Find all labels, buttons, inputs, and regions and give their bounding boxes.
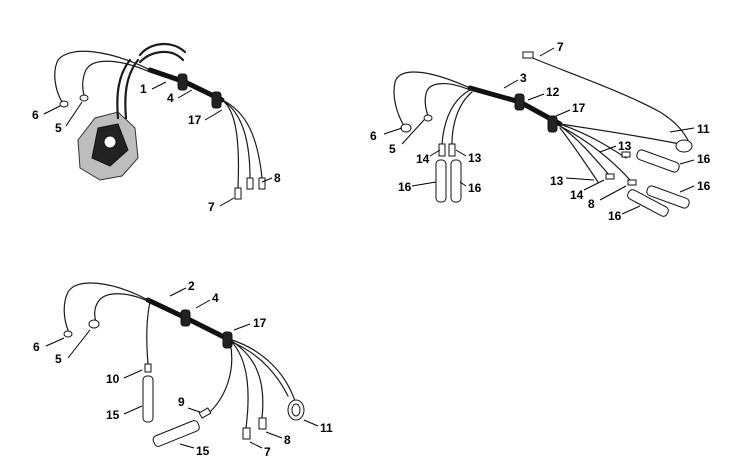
flat-connector <box>258 417 267 430</box>
flat-connector <box>246 177 254 190</box>
grommet <box>211 91 222 109</box>
insulating-sleeve <box>142 375 154 423</box>
callouts-assembly-1: 1 4 17 6 5 7 8 <box>32 81 281 214</box>
ring-terminal <box>59 100 69 108</box>
ring-terminal <box>79 94 89 102</box>
callout-label: 7 <box>557 40 564 54</box>
flat-connector <box>258 177 266 190</box>
ring-terminal <box>88 319 100 329</box>
callout-label: 8 <box>284 433 291 447</box>
callout-label: 3 <box>520 71 527 85</box>
callout-label: 7 <box>264 445 271 459</box>
ring-terminal <box>675 139 693 153</box>
callout-label: 6 <box>33 340 40 354</box>
flat-connector <box>522 51 534 59</box>
callout-label: 16 <box>398 180 412 194</box>
grommet <box>547 115 558 133</box>
callout-label: 16 <box>608 209 622 223</box>
callout-label: 4 <box>212 291 219 305</box>
callout-label: 1 <box>140 82 147 96</box>
callout-label: 7 <box>208 200 215 214</box>
insulating-sleeve <box>636 149 680 173</box>
callout-label: 6 <box>370 129 377 143</box>
callout-label: 2 <box>188 279 195 293</box>
callout-label: 14 <box>570 188 584 202</box>
insulating-sleeve <box>152 420 200 447</box>
callout-label: 16 <box>697 152 711 166</box>
callout-label: 12 <box>546 85 560 99</box>
grommet <box>514 93 525 111</box>
callout-label: 8 <box>274 171 281 185</box>
ring-terminal <box>423 114 433 122</box>
callout-label: 6 <box>32 108 39 122</box>
grommet <box>177 73 188 91</box>
callout-label: 10 <box>106 372 120 386</box>
grommet <box>180 309 191 327</box>
callout-label: 9 <box>178 395 185 409</box>
callout-label: 5 <box>55 352 62 366</box>
callout-label: 8 <box>588 197 595 211</box>
callout-label: 16 <box>697 179 711 193</box>
flat-connector <box>242 427 251 440</box>
insulating-sleeve <box>646 185 690 209</box>
callouts-assembly-3: 2 4 17 6 5 10 15 9 11 8 15 7 <box>33 279 333 459</box>
insulating-sleeve <box>450 159 462 203</box>
callout-label: 17 <box>188 113 202 127</box>
callout-label: 5 <box>389 142 396 156</box>
callout-label: 15 <box>196 444 210 458</box>
callout-label: 4 <box>167 91 174 105</box>
callout-label: 14 <box>416 152 430 166</box>
insulating-sleeve <box>435 159 447 203</box>
wiring-harness-assembly-1 <box>54 43 266 200</box>
ring-terminal <box>63 330 73 338</box>
insulating-sleeve <box>627 189 669 217</box>
callout-label: 16 <box>468 181 482 195</box>
flat-connector <box>234 187 242 200</box>
callout-label: 11 <box>697 122 710 136</box>
wiring-harness-assembly-3 <box>63 282 305 447</box>
callout-label: 17 <box>572 101 586 115</box>
callouts-assembly-2: 7 3 12 17 11 6 5 14 13 13 16 16 13 14 8 … <box>370 40 711 223</box>
callout-label: 11 <box>320 421 333 435</box>
callout-label: 13 <box>618 139 632 153</box>
callout-label: 13 <box>550 174 564 188</box>
callout-label: 17 <box>253 316 267 330</box>
wiring-harness-assembly-2 <box>393 51 693 217</box>
callout-label: 13 <box>468 151 482 165</box>
callout-label: 15 <box>106 408 120 422</box>
ring-terminal <box>400 123 412 133</box>
callout-label: 5 <box>55 121 62 135</box>
